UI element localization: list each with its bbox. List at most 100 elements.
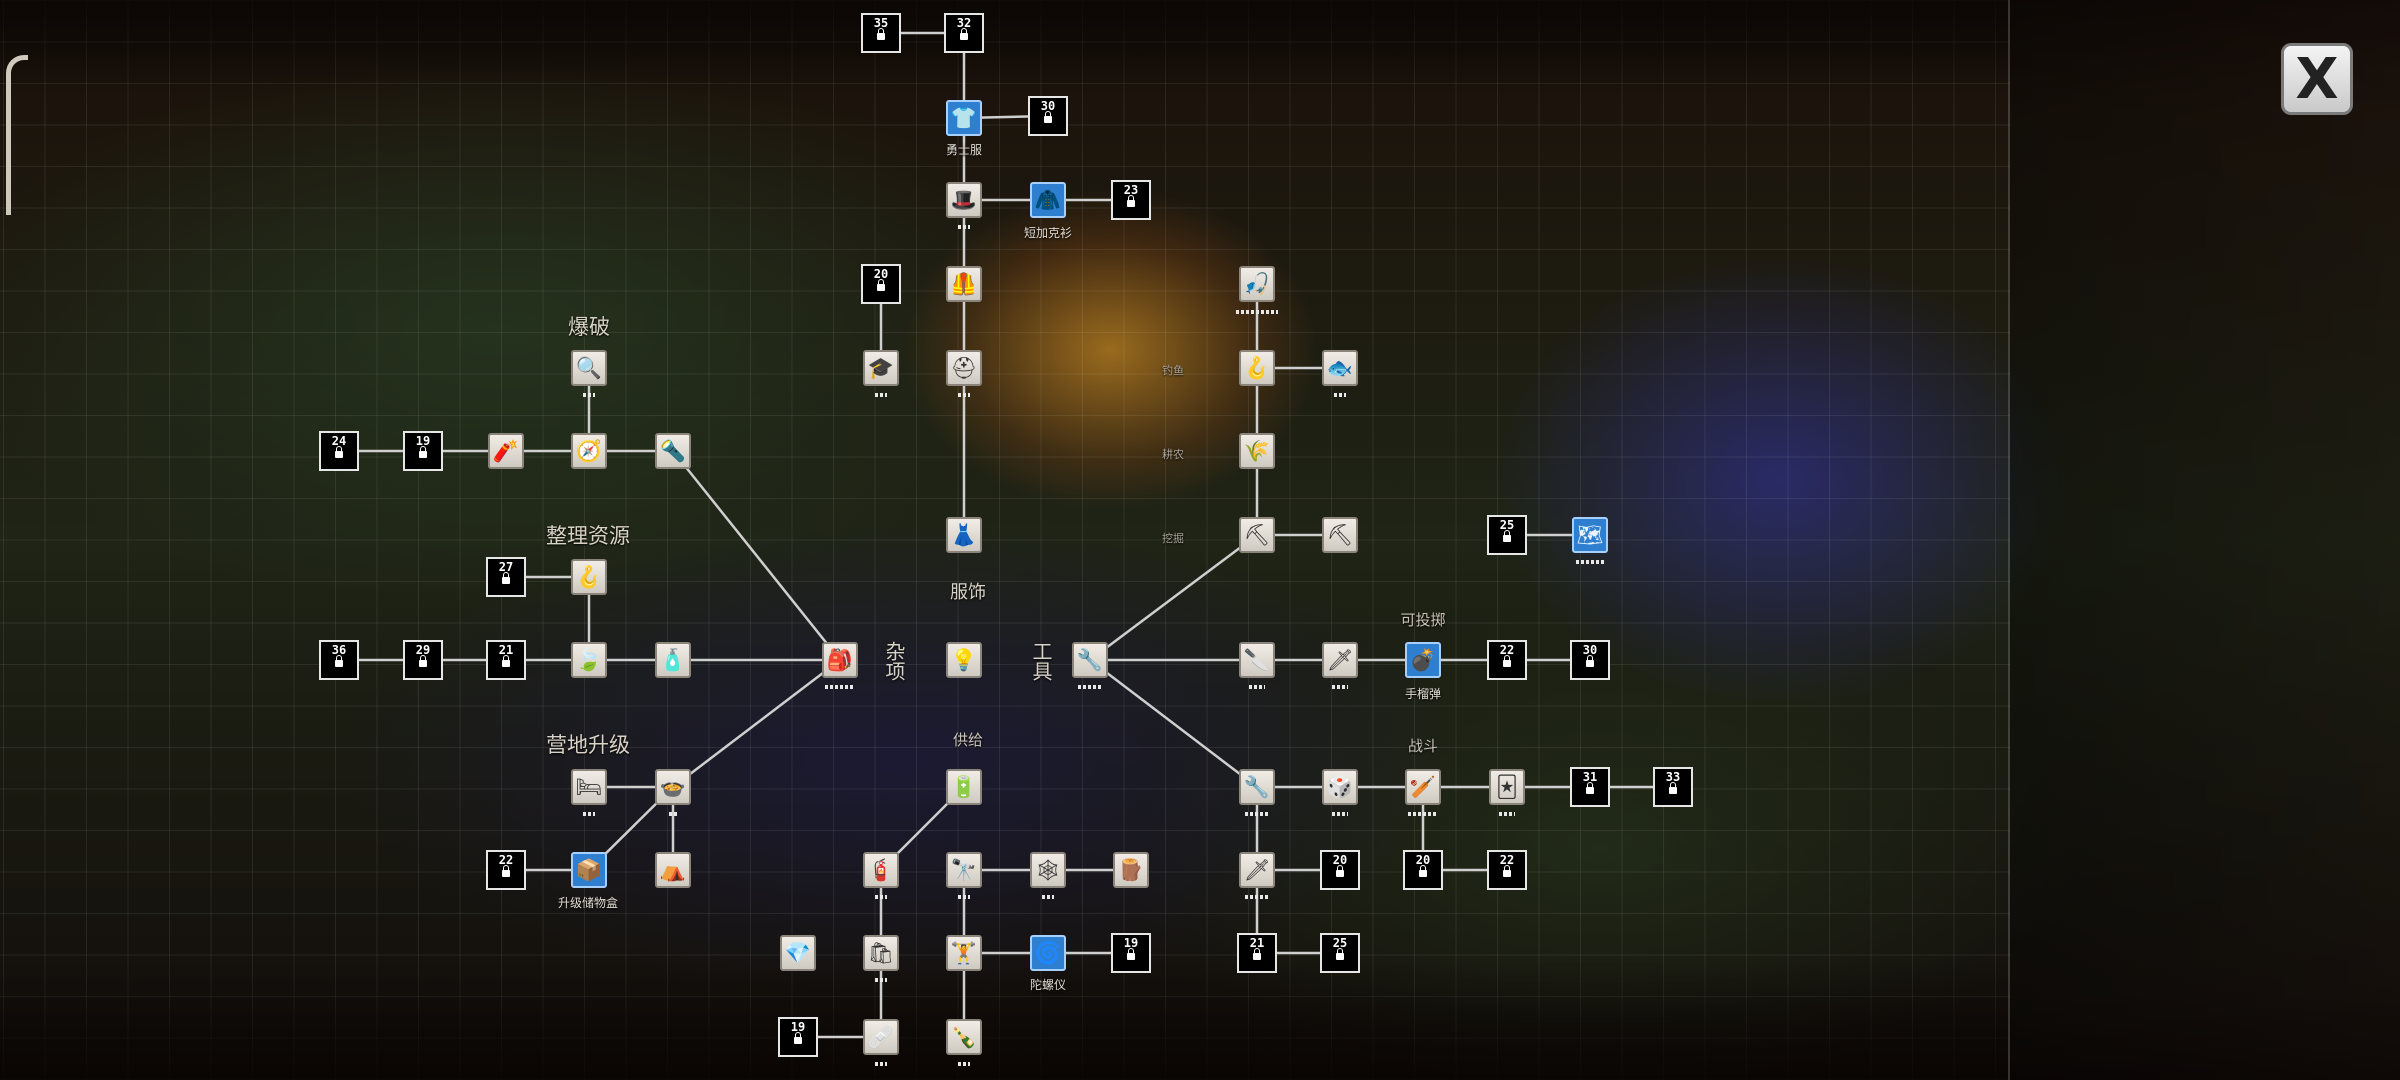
background-grid xyxy=(0,0,2010,1080)
level-pips xyxy=(1245,812,1269,816)
skill-node-card[interactable]: 🃏 xyxy=(1489,769,1525,805)
locked-node[interactable]: 25 xyxy=(1320,933,1360,973)
skill-node-battery[interactable]: 🔋 xyxy=(946,769,982,805)
locked-node[interactable]: 31 xyxy=(1570,767,1610,807)
left-drawer-handle[interactable] xyxy=(6,55,28,215)
skill-node-map-scroll[interactable]: 🗺 xyxy=(1572,517,1608,553)
skill-node-binoculars[interactable]: 🔭 xyxy=(946,852,982,888)
locked-node[interactable]: 21 xyxy=(1237,933,1277,973)
locked-node[interactable]: 19 xyxy=(778,1017,818,1057)
connector-line xyxy=(1089,659,1258,788)
skill-node-throwing-knives[interactable]: 🗡 xyxy=(1322,642,1358,678)
skill-node-misc-root[interactable]: 🎒 xyxy=(822,642,858,678)
level-pips xyxy=(958,1062,970,1066)
category-blasting: 爆破 xyxy=(568,315,610,339)
skill-node-bat[interactable]: 🏏 xyxy=(1405,769,1441,805)
skill-node-leaf[interactable]: 🍃 xyxy=(571,642,607,678)
skill-node-magnifier[interactable]: 🔍 xyxy=(571,350,607,386)
skill-node-cooking-pot[interactable]: 🍲 xyxy=(655,769,691,805)
category-throwable: 可投掷 xyxy=(1400,611,1446,629)
grenade-icon: 💣 xyxy=(1409,647,1437,672)
locked-node[interactable]: 30 xyxy=(1570,640,1610,680)
skill-node-storage-box[interactable]: 📦 xyxy=(571,852,607,888)
unlock-level-label: 36 xyxy=(331,643,347,657)
skill-node-crystal[interactable]: 💎 xyxy=(780,935,816,971)
unlock-level-label: 35 xyxy=(873,16,889,30)
skill-node-sleeping-bag[interactable]: 🛏 xyxy=(571,769,607,805)
skill-node-first-aid[interactable]: 🩹 xyxy=(863,1019,899,1055)
skill-node-camo-vest[interactable]: 🦺 xyxy=(946,266,982,302)
category-tools: 工具 xyxy=(1029,641,1053,681)
skill-node-tent[interactable]: ⛺ xyxy=(655,852,691,888)
locked-node[interactable]: 23 xyxy=(1111,180,1151,220)
lock-icon xyxy=(335,446,343,458)
skill-node-wrench[interactable]: 🔧 xyxy=(1239,769,1275,805)
locked-node[interactable]: 27 xyxy=(486,557,526,597)
unlock-level-label: 31 xyxy=(1582,770,1598,784)
skill-node-clothing-root[interactable]: 💡 xyxy=(946,642,982,678)
lock-icon xyxy=(877,279,885,291)
name-warrior-suit: 勇士服 xyxy=(945,143,983,157)
locked-node[interactable]: 22 xyxy=(1487,640,1527,680)
locked-node[interactable]: 29 xyxy=(403,640,443,680)
skill-node-gyroscope[interactable]: 🌀 xyxy=(1030,935,1066,971)
skill-node-chip-bag[interactable]: 🛍 xyxy=(863,935,899,971)
unlock-level-label: 21 xyxy=(1249,936,1265,950)
locked-node[interactable]: 24 xyxy=(319,431,359,471)
locked-node[interactable]: 32 xyxy=(944,13,984,53)
locked-node[interactable]: 20 xyxy=(861,264,901,304)
skill-node-fishing-rod[interactable]: 🪝 xyxy=(1239,350,1275,386)
connector-line xyxy=(1089,533,1258,662)
unlock-level-label: 27 xyxy=(498,560,514,574)
dumbbell-icon: 🏋 xyxy=(950,940,978,965)
locked-node[interactable]: 33 xyxy=(1653,767,1693,807)
skill-node-spray[interactable]: 🧴 xyxy=(655,642,691,678)
locked-node[interactable]: 21 xyxy=(486,640,526,680)
skill-node-grenade[interactable]: 💣 xyxy=(1405,642,1441,678)
skill-node-seed-bag[interactable]: 🌾 xyxy=(1239,433,1275,469)
skill-node-dynamite[interactable]: 🧨 xyxy=(488,433,524,469)
lure-icon: 🐟 xyxy=(1326,355,1354,380)
skill-node-pliers[interactable]: 🪝 xyxy=(571,559,607,595)
skill-node-short-jacket[interactable]: 🧥 xyxy=(1030,182,1066,218)
battery-icon: 🔋 xyxy=(950,774,978,799)
locked-node[interactable]: 20 xyxy=(1320,850,1360,890)
skill-node-tools-root[interactable]: 🔧 xyxy=(1072,642,1108,678)
level-pips xyxy=(1408,812,1438,816)
unlock-level-label: 32 xyxy=(956,16,972,30)
locked-node[interactable]: 22 xyxy=(486,850,526,890)
skill-node-hoodie-girl[interactable]: 👗 xyxy=(946,517,982,553)
level-pips xyxy=(1576,560,1604,564)
skill-node-fire-extinguisher[interactable]: 🧯 xyxy=(863,852,899,888)
locked-node[interactable]: 22 xyxy=(1487,850,1527,890)
locked-node[interactable]: 25 xyxy=(1487,515,1527,555)
skill-node-pickaxe[interactable]: ⛏ xyxy=(1322,517,1358,553)
skill-node-fishing-lure[interactable]: 🐟 xyxy=(1322,350,1358,386)
skill-node-black-hat[interactable]: 🎓 xyxy=(863,350,899,386)
skill-node-machete[interactable]: 🗡 xyxy=(1239,852,1275,888)
skill-node-helmet[interactable]: ⛑ xyxy=(946,350,982,386)
locked-node[interactable]: 19 xyxy=(403,431,443,471)
skill-node-flashlight[interactable]: 🔦 xyxy=(655,433,691,469)
skill-node-shovel[interactable]: ⛏ xyxy=(1239,517,1275,553)
locked-node[interactable]: 35 xyxy=(861,13,901,53)
close-button[interactable]: X xyxy=(2281,43,2353,115)
skill-node-dumbbell[interactable]: 🏋 xyxy=(946,935,982,971)
skill-node-net[interactable]: 🕸 xyxy=(1030,852,1066,888)
skill-node-dice[interactable]: 🎲 xyxy=(1322,769,1358,805)
sub-digging: 挖掘 xyxy=(1162,532,1184,545)
skill-node-compass[interactable]: 🧭 xyxy=(571,433,607,469)
locked-node[interactable]: 20 xyxy=(1403,850,1443,890)
skill-node-cowboy-hat[interactable]: 🎩 xyxy=(946,182,982,218)
locked-node[interactable]: 30 xyxy=(1028,96,1068,136)
skill-node-fishing-reel[interactable]: 🎣 xyxy=(1239,266,1275,302)
locked-node[interactable]: 36 xyxy=(319,640,359,680)
locked-node[interactable]: 19 xyxy=(1111,933,1151,973)
unlock-level-label: 19 xyxy=(415,434,431,448)
skill-node-knife[interactable]: 🔪 xyxy=(1239,642,1275,678)
jacket-icon: 🧥 xyxy=(1034,187,1062,212)
skill-node-warrior-suit[interactable]: 👕 xyxy=(946,100,982,136)
skill-node-wood[interactable]: 🪵 xyxy=(1113,852,1149,888)
skill-node-bottle[interactable]: 🍾 xyxy=(946,1019,982,1055)
bulb-icon: 💡 xyxy=(950,647,978,672)
